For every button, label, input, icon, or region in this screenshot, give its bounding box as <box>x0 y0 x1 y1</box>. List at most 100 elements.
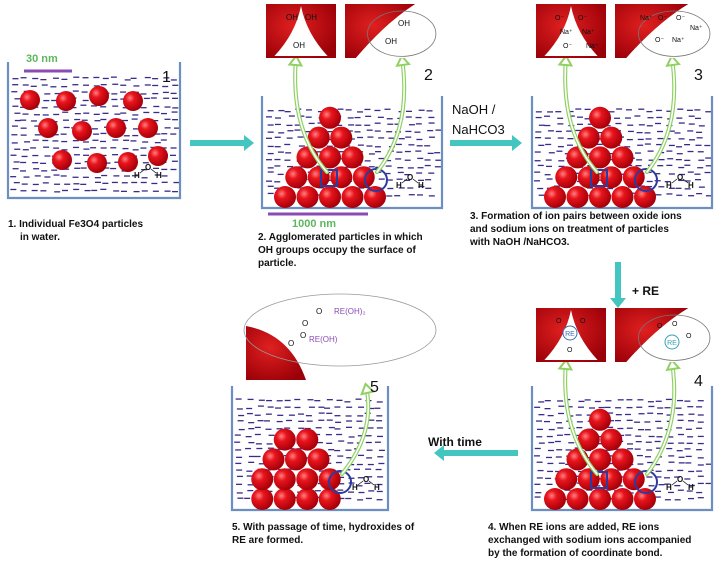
fe3o4-particle <box>20 90 40 110</box>
caption-panel-5: 5. With passage of time, hydroxides of R… <box>232 521 442 547</box>
fe3o4-particle <box>566 488 589 510</box>
fe3o4-particle <box>600 126 623 149</box>
fe3o4-particle <box>106 118 126 138</box>
arrow-label-nahco3: NaHCO3 <box>452 122 505 137</box>
fe3o4-particle <box>341 146 364 169</box>
panel-number: 4 <box>694 373 703 390</box>
water-molecule-icon: HOH <box>666 475 694 492</box>
inset-gap <box>544 6 598 56</box>
beaker <box>6 62 182 200</box>
callout-arrow <box>645 358 681 476</box>
inset-oh-label: OH <box>305 13 317 22</box>
panel-number: 3 <box>694 67 703 84</box>
inset-particle-cap <box>246 326 306 380</box>
callout-arrow-core <box>376 57 405 173</box>
fe3o4-particle <box>296 468 319 491</box>
zoom-circle <box>328 470 352 494</box>
water-h-label: H <box>688 181 694 190</box>
caption-line: 2. Agglomerated particles in which <box>258 232 423 243</box>
caption-line: with NaOH /NaHCO3. <box>470 237 570 248</box>
inset-o-label: O <box>580 318 586 325</box>
bond <box>682 178 689 184</box>
callout-arrow <box>557 358 599 476</box>
callout-arrow-shaft <box>375 56 407 174</box>
inset-o-label: O⁻ <box>555 15 564 22</box>
caption-line: exchanged with sodium ions accompanied <box>488 535 692 546</box>
caption-line: 5. With passage of time, hydroxides of <box>232 522 415 533</box>
bond <box>368 480 375 486</box>
fe3o4-particle <box>611 146 634 169</box>
bond <box>139 168 146 174</box>
callout-arrow <box>287 54 329 174</box>
inset-particle-cap <box>615 4 689 58</box>
inset-na-label: Na⁺ <box>582 29 595 36</box>
inset-re-oh-label: RE(OH) <box>309 335 338 344</box>
caption-line: in water. <box>20 232 61 243</box>
callout-arrow <box>340 382 376 476</box>
water-h-label: H <box>374 483 380 492</box>
water-molecule-icon: HOH <box>352 475 380 492</box>
callout-arrow-core <box>646 57 675 173</box>
caption-panel-2: 2. Agglomerated particles in which OH gr… <box>258 231 458 270</box>
caption-line: 4. When RE ions are added, RE ions <box>488 522 660 533</box>
re-ion <box>664 334 680 350</box>
caption-line: particle. <box>258 258 297 269</box>
beaker <box>530 96 714 210</box>
callout-arrow-head <box>287 54 304 67</box>
inset-zoom-ellipse <box>243 293 437 367</box>
fe3o4-particle <box>273 428 296 451</box>
fe3o4-particle <box>307 448 330 471</box>
fe3o4-particle <box>634 488 656 510</box>
water-h-label: H <box>396 181 402 190</box>
water-molecule-icon: HOH <box>666 173 694 190</box>
panel-number: 5 <box>370 379 379 396</box>
caption-panel-4: 4. When RE ions are added, RE ions excha… <box>488 521 722 560</box>
fe3o4-particle <box>273 488 296 510</box>
water-o-label: O <box>145 163 151 172</box>
fe3o4-particle <box>319 146 341 169</box>
caption-line: 3. Formation of ion pairs between oxide … <box>470 211 682 222</box>
inset-zoom-ellipse <box>367 10 437 57</box>
inset-particle-cap <box>615 308 689 362</box>
inset-re-oh2-label: RE(OH)₂ <box>334 307 366 316</box>
re-ion <box>562 325 578 341</box>
inset-na-label: Na⁺ <box>560 29 573 36</box>
water-molecule-icon: HOH <box>134 163 162 180</box>
fe3o4-particle <box>544 186 566 208</box>
inset-na-label: Na⁺ <box>672 37 685 44</box>
fe3o4-particle <box>273 468 296 491</box>
fe3o4-particle <box>296 488 319 510</box>
caption-line: RE are formed. <box>232 535 304 546</box>
fe3o4-particle <box>56 91 76 111</box>
fe3o4-particle <box>544 488 566 510</box>
callout-arrow <box>375 54 411 174</box>
caption-panel-1: 1. Individual Fe3O4 particles in water. <box>8 218 208 244</box>
water-h-label: H <box>134 171 140 180</box>
callout-arrow-head <box>557 54 574 67</box>
fe3o4-particle <box>589 448 611 471</box>
callout-arrow-head <box>557 358 574 371</box>
bond <box>671 480 678 486</box>
inset-gap <box>274 6 328 56</box>
callout-arrow-head <box>665 54 681 68</box>
callout-arrow-head <box>395 54 411 68</box>
fe3o4-particle <box>52 150 72 170</box>
inset-zoom-ellipse <box>638 314 711 361</box>
beaker <box>260 96 444 210</box>
inset-oh-label: OH <box>293 41 305 50</box>
inset-o-label: O <box>288 339 294 348</box>
inset-na-label: Na⁺ <box>640 15 653 22</box>
fe3o4-particle <box>330 126 353 149</box>
inset-o-label: O <box>567 347 573 354</box>
process-arrow-left <box>434 445 518 461</box>
inset-o-label: O⁻ <box>563 43 572 50</box>
water-o-label: O <box>363 475 369 484</box>
callout-arrow-head <box>360 382 376 396</box>
fe3o4-particle <box>589 408 611 431</box>
fe3o4-particle <box>611 488 634 510</box>
inset-re-label: RE <box>565 331 575 338</box>
